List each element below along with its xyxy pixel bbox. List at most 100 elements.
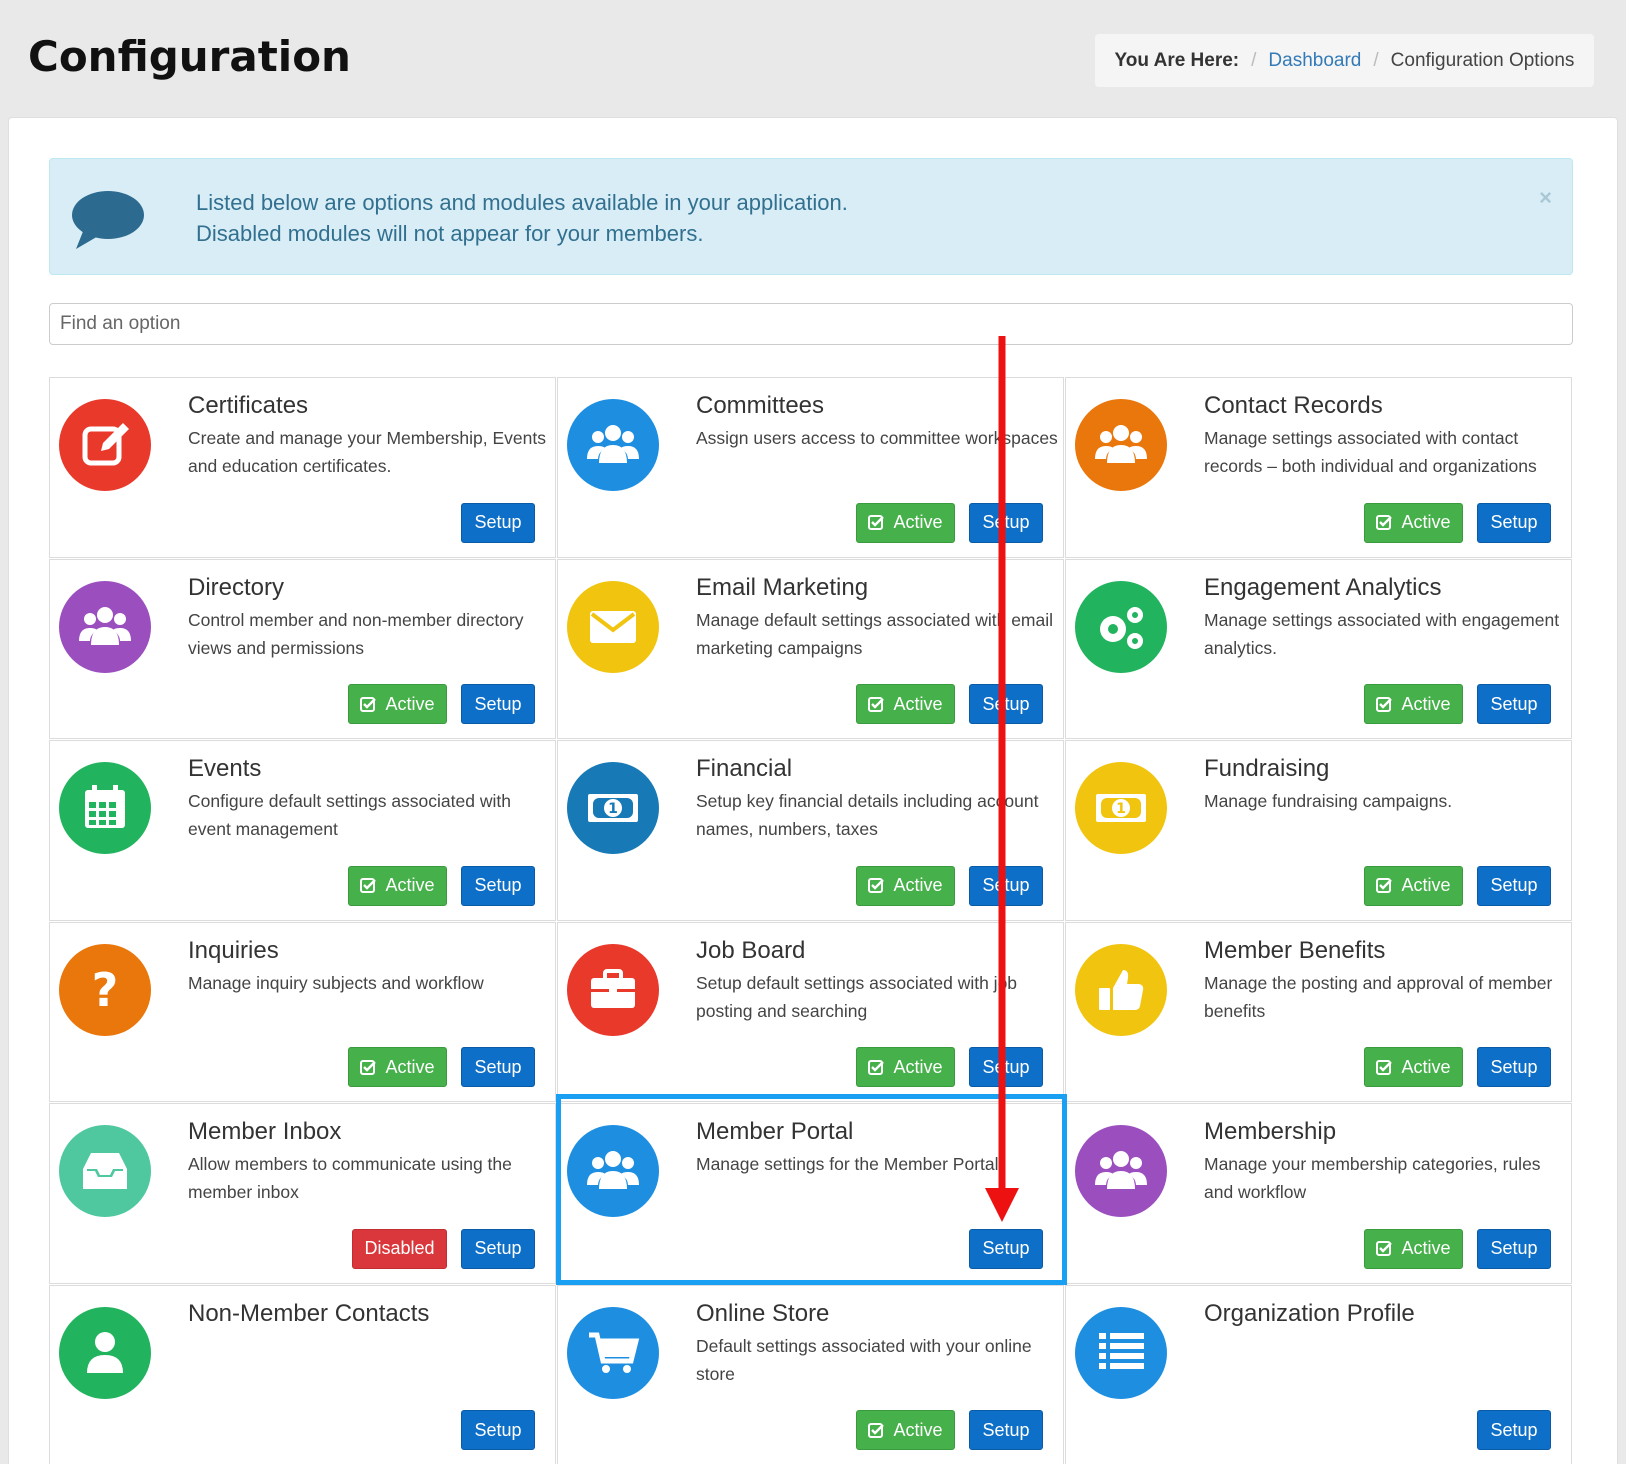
active-label: Active <box>1401 1238 1451 1258</box>
active-button[interactable]: Active <box>348 684 447 724</box>
active-label: Active <box>1401 693 1451 714</box>
module-icon-circle <box>567 580 659 673</box>
active-label: Active <box>893 512 943 532</box>
user-icon <box>87 1331 123 1373</box>
active-button[interactable]: Active <box>1364 684 1463 724</box>
setup-button[interactable]: Setup <box>1477 1047 1551 1087</box>
disabled-label: Disabled <box>364 1238 435 1258</box>
setup-label: Setup <box>1490 693 1538 714</box>
info-alert: Listed below are options and modules ava… <box>49 158 1573 275</box>
page-title: Configuration <box>28 32 351 81</box>
setup-button[interactable]: Setup <box>1477 1228 1551 1269</box>
active-label: Active <box>385 1056 435 1077</box>
module-title: Financial <box>696 755 793 782</box>
active-button[interactable]: Active <box>1364 1228 1463 1269</box>
module-actions: Active Setup <box>348 684 535 724</box>
close-icon[interactable]: × <box>1539 185 1552 210</box>
module-actions: Active Setup <box>1364 1047 1551 1087</box>
module-description: Allow members to communicate using the m… <box>188 1154 512 1202</box>
module-title: Certificates <box>188 392 309 419</box>
users-icon <box>1095 1151 1147 1189</box>
setup-button[interactable]: Setup <box>969 684 1043 724</box>
active-button[interactable]: Active <box>856 1047 955 1087</box>
setup-label: Setup <box>982 1056 1030 1077</box>
setup-label: Setup <box>1490 512 1538 532</box>
module-actions: Active Setup <box>856 684 1043 724</box>
disabled-button[interactable]: Disabled <box>352 1228 447 1269</box>
module-title: Job Board <box>696 936 806 964</box>
edit-icon <box>82 423 129 466</box>
check-square-icon <box>868 515 885 530</box>
module-description: Manage settings for the Member Portal <box>696 1154 999 1174</box>
setup-button[interactable]: Setup <box>461 1410 535 1450</box>
alert-line-2: Disabled modules will not appear for you… <box>196 221 704 246</box>
module-description: Manage fundraising campaigns. <box>1204 791 1453 811</box>
active-button[interactable]: Active <box>348 865 447 906</box>
module-description: Default settings associated with your on… <box>696 1335 1032 1384</box>
module-actions: Active Setup <box>348 865 535 906</box>
setup-button[interactable]: Setup <box>969 1228 1043 1269</box>
module-title: Email Marketing <box>696 573 869 601</box>
setup-button[interactable]: Setup <box>461 1228 535 1269</box>
setup-button[interactable]: Setup <box>461 502 535 543</box>
active-button[interactable]: Active <box>856 684 955 724</box>
active-label: Active <box>893 1056 943 1077</box>
svg-text:?: ? <box>92 963 119 1017</box>
module-actions: Active Setup <box>1364 865 1551 906</box>
module-title: Membership <box>1204 1118 1337 1145</box>
module-description: Manage default settings associated with … <box>696 609 1054 658</box>
active-button[interactable]: Active <box>348 1047 447 1087</box>
active-label: Active <box>1401 1056 1451 1077</box>
users-icon <box>79 606 131 645</box>
setup-button[interactable]: Setup <box>1477 865 1551 906</box>
setup-button[interactable]: Setup <box>461 684 535 724</box>
breadcrumb-dashboard-link[interactable]: Dashboard <box>1268 49 1362 71</box>
module-actions: Disabled Setup <box>352 1228 535 1269</box>
module-title: Organization Profile <box>1204 1299 1415 1327</box>
setup-button[interactable]: Setup <box>1477 502 1551 543</box>
setup-button[interactable]: Setup <box>461 1047 535 1087</box>
alert-line-1: Listed below are options and modules ava… <box>196 190 848 215</box>
setup-label: Setup <box>1490 875 1538 895</box>
module-actions: Setup <box>969 1228 1043 1269</box>
module-title: Member Benefits <box>1204 936 1386 964</box>
setup-button[interactable]: Setup <box>1477 684 1551 724</box>
active-button[interactable]: Active <box>856 502 955 543</box>
module-icon-circle <box>1075 580 1167 673</box>
money-icon: 1 <box>1096 794 1146 822</box>
active-button[interactable]: Active <box>1364 1047 1463 1087</box>
setup-button[interactable]: Setup <box>969 1047 1043 1087</box>
module-actions: Active Setup <box>856 865 1043 906</box>
active-button[interactable]: Active <box>856 1410 955 1450</box>
setup-button[interactable]: Setup <box>461 865 535 906</box>
active-label: Active <box>1401 875 1451 895</box>
module-title: Committees <box>696 392 825 419</box>
setup-button[interactable]: Setup <box>1477 1410 1551 1450</box>
module-icon-circle <box>59 762 151 854</box>
setup-button[interactable]: Setup <box>969 1410 1043 1450</box>
module-title: Engagement Analytics <box>1204 573 1442 601</box>
setup-label: Setup <box>982 1419 1030 1440</box>
active-label: Active <box>893 1419 943 1440</box>
setup-button[interactable]: Setup <box>969 502 1043 543</box>
module-icon-circle <box>59 580 151 673</box>
setup-button[interactable]: Setup <box>969 865 1043 906</box>
check-square-icon <box>868 1059 885 1075</box>
search-input[interactable] <box>49 303 1573 345</box>
inbox-icon <box>83 1153 127 1189</box>
module-title: Non-Member Contacts <box>188 1299 430 1327</box>
active-button[interactable]: Active <box>856 865 955 906</box>
module-icon-circle <box>567 943 659 1036</box>
active-button[interactable]: Active <box>1364 865 1463 906</box>
module-actions: Active Setup <box>348 1047 535 1087</box>
active-button[interactable]: Active <box>1364 502 1463 543</box>
module-icon-circle: ? <box>59 943 151 1036</box>
